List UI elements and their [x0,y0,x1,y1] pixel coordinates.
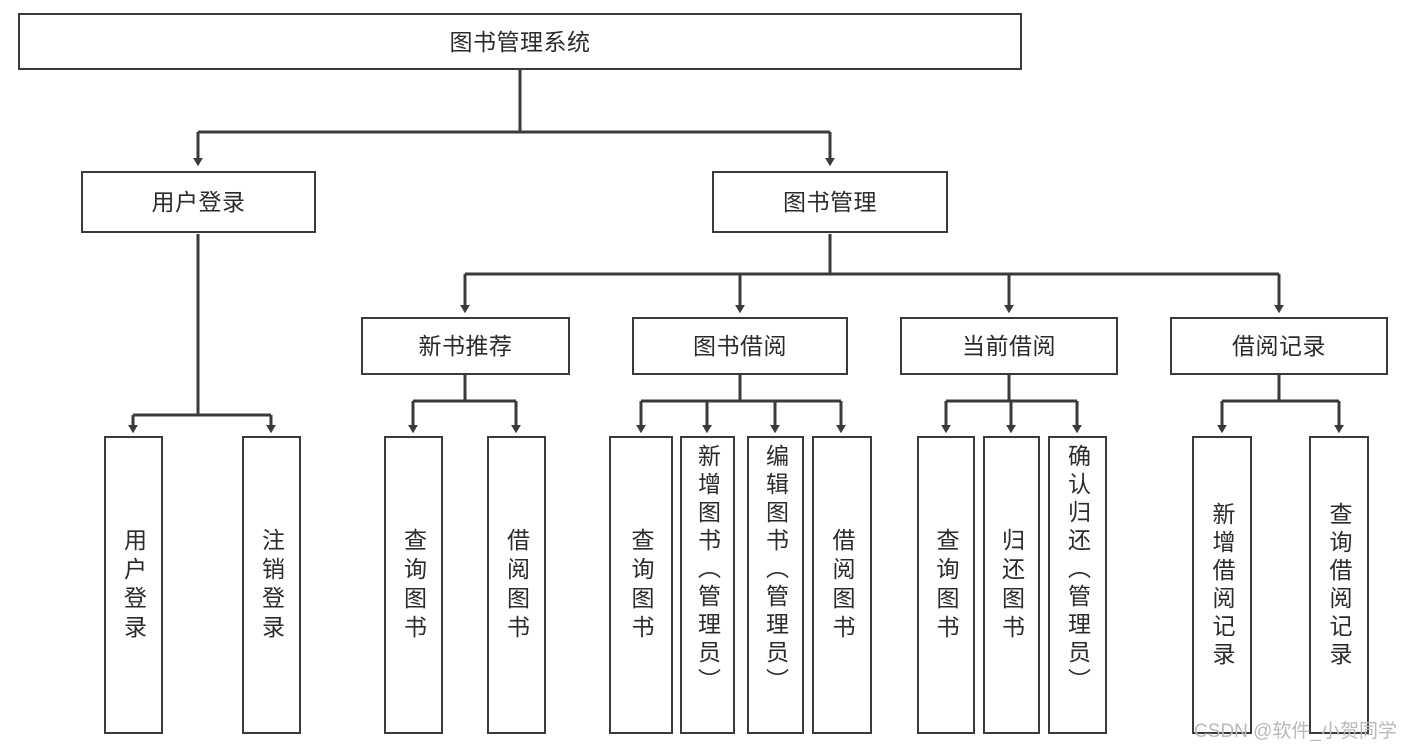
node-leaf-query-book-2-label: 查询图书 [628,528,654,644]
node-leaf-edit-book[interactable]: 编辑图书（管理员） [747,436,804,734]
node-leaf-borrow-book-1-label: 借阅图书 [503,528,530,644]
node-leaf-return-book-label: 归还图书 [998,528,1025,644]
node-leaf-user-logout-label: 注销登录 [258,528,285,644]
node-leaf-add-book[interactable]: 新增图书（管理员） [680,436,735,734]
node-leaf-user-login[interactable]: 用户登录 [104,436,163,734]
node-leaf-query-book-1[interactable]: 查询图书 [384,436,443,734]
node-leaf-borrow-book-2[interactable]: 借阅图书 [812,436,872,734]
node-root-system[interactable]: 图书管理系统 [18,13,1022,70]
node-book-borrow-label: 图书借阅 [693,333,787,359]
node-leaf-query-book-2[interactable]: 查询图书 [609,436,673,734]
node-leaf-query-book-1-label: 查询图书 [400,528,427,644]
node-root-system-label: 图书管理系统 [449,28,591,55]
node-leaf-query-record[interactable]: 查询借阅记录 [1309,436,1369,734]
node-leaf-borrow-book-1[interactable]: 借阅图书 [487,436,546,734]
node-book-borrow[interactable]: 图书借阅 [632,317,848,375]
node-book-management-label: 图书管理 [783,189,877,215]
node-user-login[interactable]: 用户登录 [81,171,316,233]
node-leaf-confirm-return-label: 确认归还（管理员） [1064,444,1091,696]
node-leaf-query-record-label: 查询借阅记录 [1326,502,1352,670]
node-leaf-borrow-book-2-label: 借阅图书 [829,528,855,644]
node-current-borrow[interactable]: 当前借阅 [900,317,1118,375]
node-leaf-user-login-label: 用户登录 [120,528,147,644]
node-leaf-add-record[interactable]: 新增借阅记录 [1192,436,1252,734]
node-borrow-record[interactable]: 借阅记录 [1170,317,1388,375]
node-leaf-query-book-3[interactable]: 查询图书 [917,436,975,734]
node-leaf-add-record-label: 新增借阅记录 [1209,502,1235,670]
node-book-management[interactable]: 图书管理 [712,171,948,233]
node-new-book-recommend-label: 新书推荐 [418,333,513,359]
node-borrow-record-label: 借阅记录 [1232,333,1326,359]
node-leaf-confirm-return[interactable]: 确认归还（管理员） [1048,436,1107,734]
node-leaf-edit-book-label: 编辑图书（管理员） [762,444,789,696]
node-leaf-add-book-label: 新增图书（管理员） [694,444,721,696]
node-leaf-query-book-3-label: 查询图书 [933,528,959,644]
node-current-borrow-label: 当前借阅 [962,333,1056,359]
node-new-book-recommend[interactable]: 新书推荐 [361,317,570,375]
node-leaf-user-logout[interactable]: 注销登录 [242,436,301,734]
node-leaf-return-book[interactable]: 归还图书 [983,436,1040,734]
node-user-login-label: 用户登录 [151,189,246,215]
